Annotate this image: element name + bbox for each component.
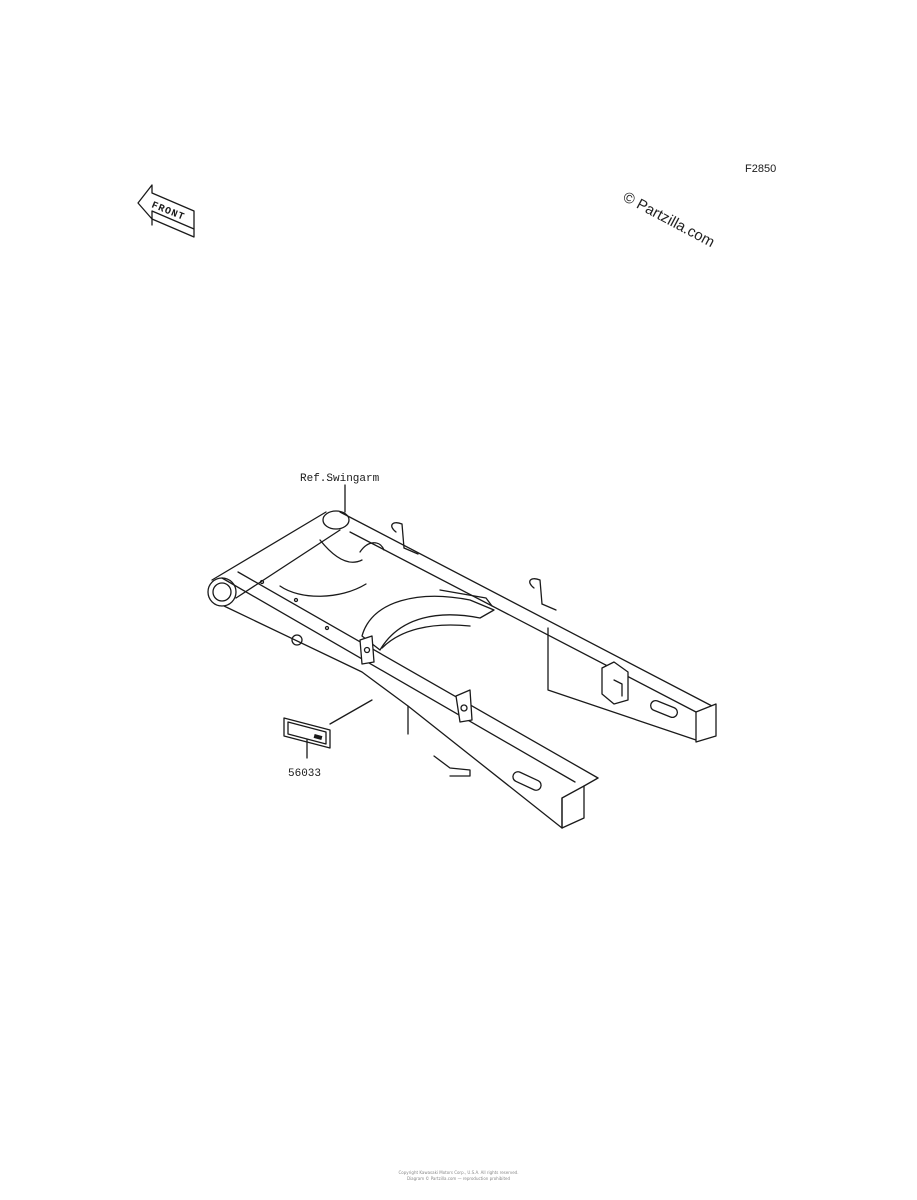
- callout-label-part[interactable]: 56033: [283, 699, 373, 780]
- watermark: © Partzilla.com: [620, 189, 717, 251]
- footer-line-1: Copyright Kawasaki Motors Corp., U.S.A. …: [398, 1170, 519, 1175]
- footer-line-2: Diagram © Partzilla.com — reproduction p…: [406, 1176, 511, 1181]
- label-part-drawing[interactable]: [283, 717, 331, 749]
- watermark-text: © Partzilla.com: [620, 189, 717, 251]
- ref-swingarm-label: Ref.Swingarm: [300, 473, 380, 485]
- figure-code: F2850: [745, 163, 776, 175]
- front-arrow-icon: FRONT: [137, 184, 195, 238]
- callout-ref-swingarm: Ref.Swingarm: [300, 473, 380, 513]
- swingarm-drawing: [207, 510, 717, 829]
- label-part-number[interactable]: 56033: [288, 768, 321, 780]
